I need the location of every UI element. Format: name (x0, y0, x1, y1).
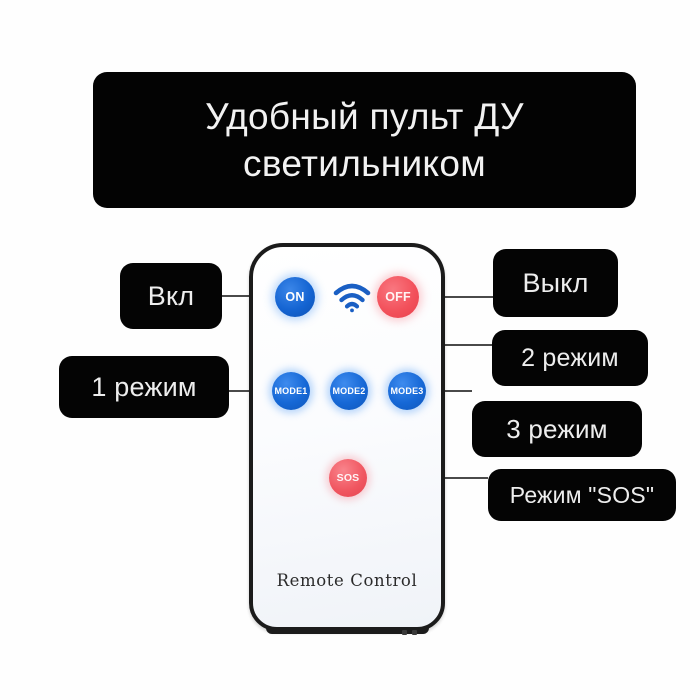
off-button[interactable]: OFF (377, 276, 419, 318)
remote-brand-text: Remote Control (276, 571, 418, 590)
wifi-icon (333, 283, 371, 313)
mode3-button[interactable]: MODE3 (388, 372, 426, 410)
remote-bottom-notch (402, 630, 407, 635)
on-button[interactable]: ON (275, 277, 315, 317)
remote-bottom-notch (412, 630, 417, 635)
callout-mode2: 2 режим (492, 330, 648, 386)
callout-mode3: 3 режим (472, 401, 642, 457)
callout-mode1: 1 режим (59, 356, 229, 418)
sos-button[interactable]: SOS (329, 459, 367, 497)
page-title: Удобный пульт ДУ светильником (205, 95, 524, 184)
mode2-button[interactable]: MODE2 (330, 372, 368, 410)
callout-off: Выкл (493, 249, 618, 317)
callout-on: Вкл (120, 263, 222, 329)
callout-sos: Режим "SOS" (488, 469, 676, 521)
remote-bottom-strip (266, 627, 429, 634)
mode1-button[interactable]: MODE1 (272, 372, 310, 410)
title-banner: Удобный пульт ДУ светильником (93, 72, 636, 208)
